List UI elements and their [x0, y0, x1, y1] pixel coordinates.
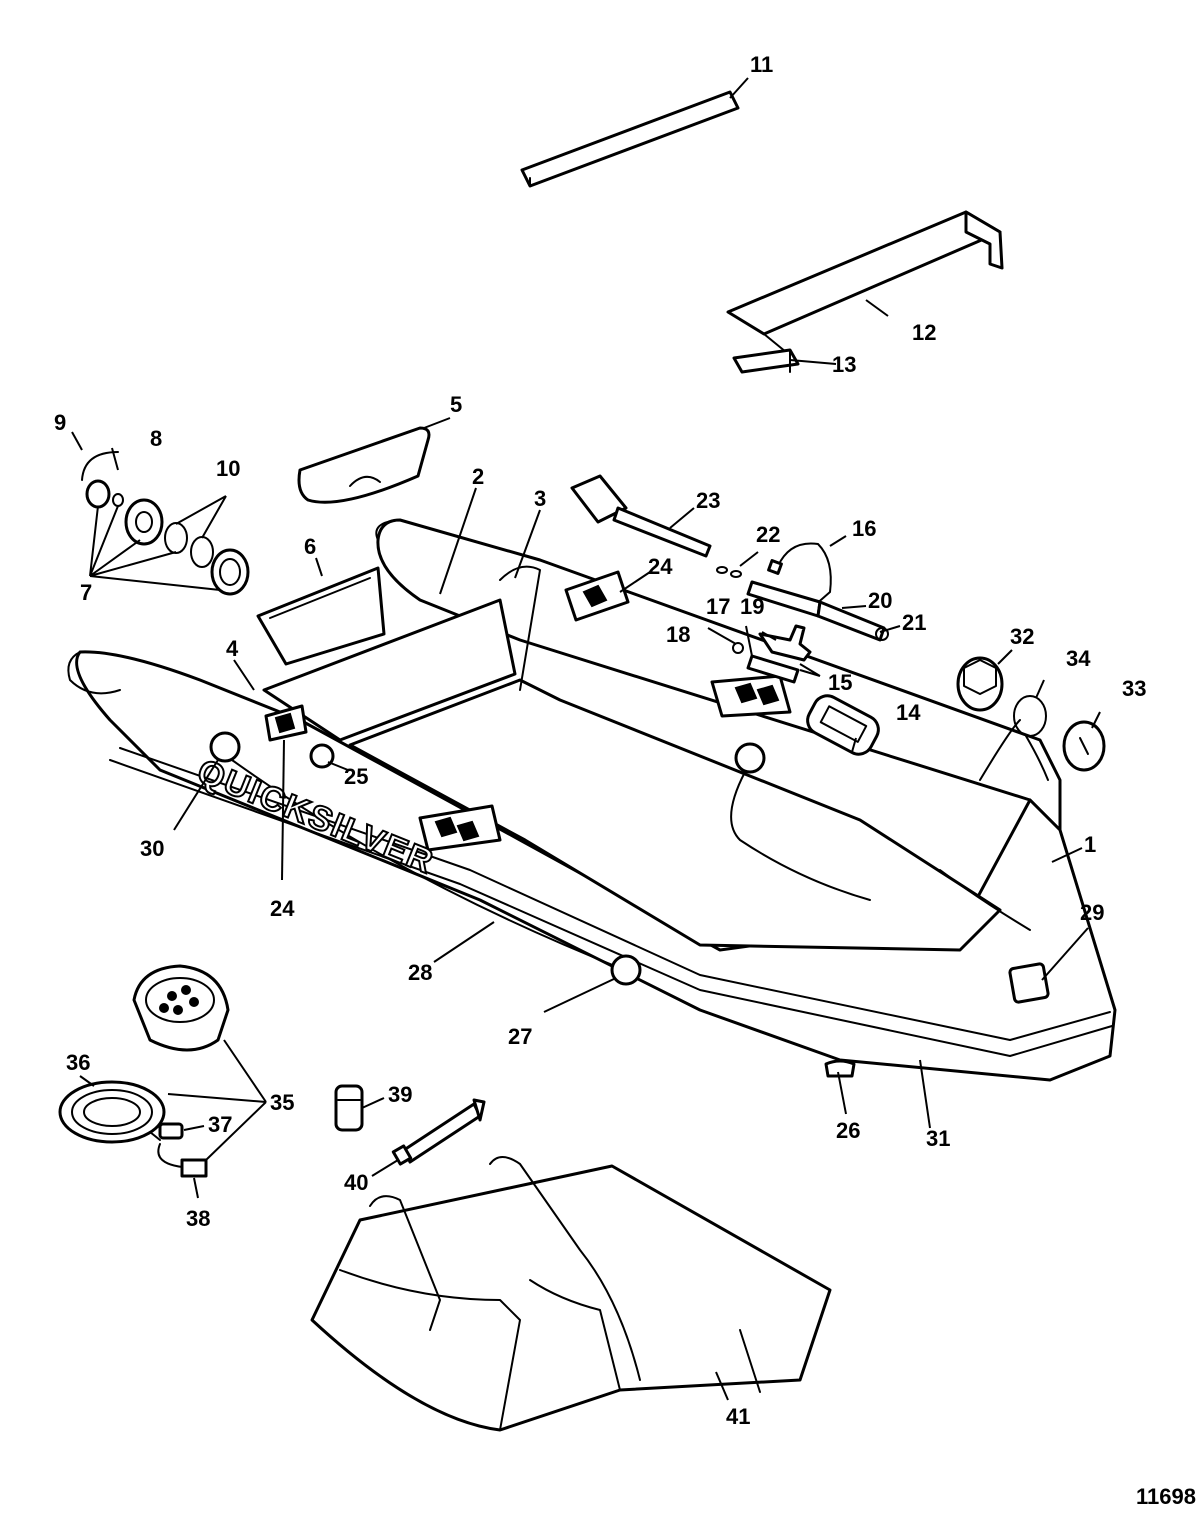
callout-label: 38 [186, 1206, 210, 1231]
callout-label: 8 [150, 426, 162, 451]
seat-bracket-part [732, 348, 800, 374]
callout-label: 1 [1084, 832, 1096, 857]
callout-label: 35 [270, 1090, 294, 1115]
callout-labels: 11 12 13 1 2 3 4 5 6 7 8 9 10 14 15 16 1… [54, 52, 1146, 1429]
drain-valve-part [824, 1059, 856, 1078]
grab-line-fitting-part [610, 954, 642, 986]
callout-label: 11 [750, 52, 773, 77]
callout-label: 4 [226, 636, 239, 661]
callout-label: 19 [740, 594, 764, 619]
valve-ring-part [309, 743, 335, 769]
callout-label: 10 [216, 456, 240, 481]
oar-assembly [570, 474, 889, 684]
callout-label: 22 [756, 522, 780, 547]
callout-label: 20 [868, 588, 892, 613]
callout-label: 26 [836, 1118, 860, 1143]
callout-label: 6 [304, 534, 316, 559]
callout-label: 27 [508, 1024, 532, 1049]
callout-label: 32 [1010, 624, 1034, 649]
callout-label: 18 [666, 622, 690, 647]
callout-label: 13 [832, 352, 856, 377]
pump-adapter-part [180, 1158, 208, 1178]
callout-label: 24 [648, 554, 673, 579]
callout-label: 9 [54, 410, 66, 435]
callout-label: 2 [472, 464, 484, 489]
callout-label: 23 [696, 488, 720, 513]
valve-oring-part [190, 536, 214, 568]
callout-label: 40 [344, 1170, 368, 1195]
valve-oring-part [1013, 695, 1047, 737]
callout-label: 24 [270, 896, 295, 921]
callout-label: 28 [408, 960, 432, 985]
callout-label: 37 [208, 1112, 232, 1137]
floor-board-part [520, 90, 740, 188]
callout-label: 7 [80, 580, 92, 605]
seat-board-part [726, 210, 1004, 353]
valve-washer-part [112, 493, 124, 507]
callout-label: 12 [912, 320, 936, 345]
callout-label: 16 [852, 516, 876, 541]
foot-pump-assembly [58, 964, 230, 1178]
callout-label: 41 [726, 1404, 750, 1429]
callout-label: 21 [902, 610, 926, 635]
callout-label: 3 [534, 486, 546, 511]
grab-line-part [231, 759, 621, 969]
callout-label: 15 [828, 670, 852, 695]
pump-adapter-part [158, 1122, 184, 1140]
adhesive-tube-part [402, 1102, 482, 1164]
bow-bag-part [297, 426, 431, 504]
valve-flange-part [210, 548, 250, 596]
callout-label: 14 [896, 700, 921, 725]
repair-kit [334, 1084, 486, 1166]
valve-assembly-right [956, 656, 1106, 781]
pump-hose-part [58, 1080, 166, 1144]
callout-label: 39 [388, 1082, 412, 1107]
emblem-part [1008, 962, 1050, 1004]
valve-oring-part [164, 522, 188, 554]
callout-label: 34 [1066, 646, 1091, 671]
valve-tether-part [81, 451, 119, 481]
callout-label: 36 [66, 1050, 90, 1075]
leader-lines [71, 77, 1101, 1401]
valve-body-part [124, 498, 164, 546]
cover-panel-part [256, 566, 386, 666]
oar-blade-part [570, 474, 628, 524]
callout-label: 30 [140, 836, 164, 861]
adhesive-can-part [334, 1084, 364, 1132]
handle-plate-part [806, 694, 880, 756]
valve-cap-part [85, 479, 111, 509]
callout-label: 25 [344, 764, 368, 789]
figure-number: 11698 [1136, 1484, 1196, 1509]
carry-bag-part [310, 1156, 832, 1432]
callout-label: 17 [706, 594, 730, 619]
valve-body-part [956, 656, 1004, 712]
oar-shaft-part [612, 506, 712, 558]
callout-label: 31 [926, 1126, 950, 1151]
callout-label: 33 [1122, 676, 1146, 701]
callout-label: 5 [450, 392, 462, 417]
tow-ring-part [209, 731, 241, 763]
callout-label: 29 [1080, 900, 1104, 925]
